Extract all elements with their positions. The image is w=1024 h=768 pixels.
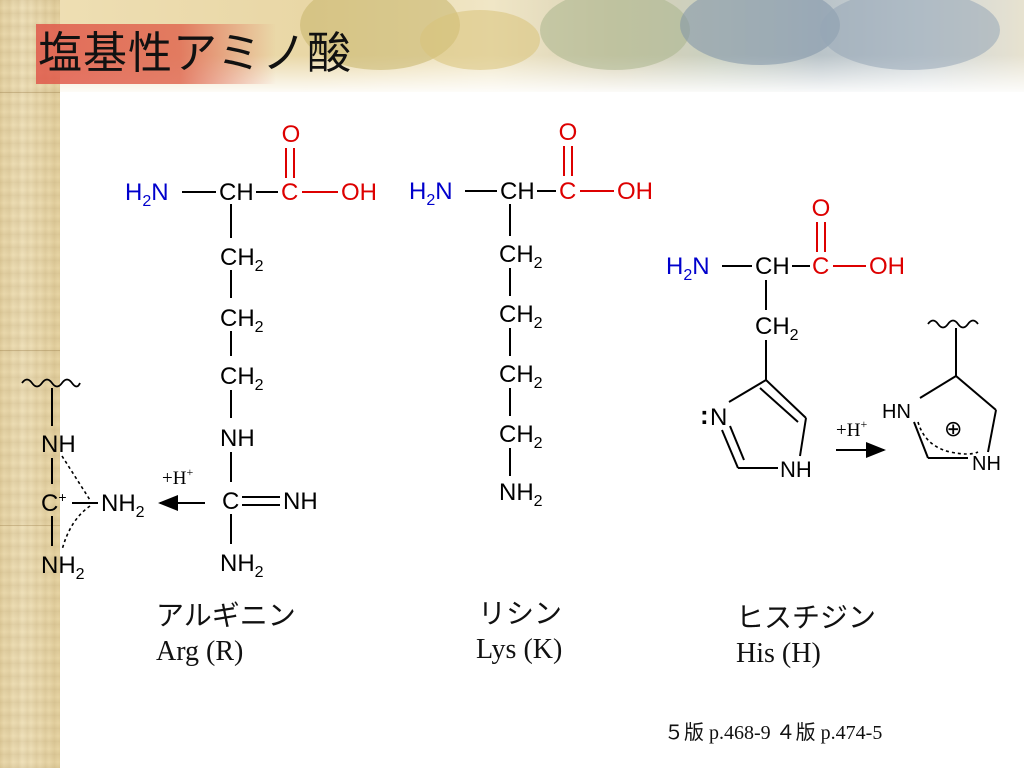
carboxyl-carbon: C [281, 179, 298, 206]
methylene-group: CH2 [220, 305, 264, 336]
parchment-seam [0, 350, 60, 351]
ring-bond [913, 421, 929, 459]
lysine-english-name: Lys (K) [476, 634, 563, 665]
amine-group: H2N [666, 253, 710, 284]
guanidinium-carbon: C+ [41, 489, 67, 517]
resonance-curve [61, 455, 91, 501]
arginine-japanese-name: アルギニン [156, 599, 296, 632]
imino-group: NH [283, 488, 318, 515]
imino-group: NH [220, 425, 255, 452]
resonance-curve [917, 421, 979, 455]
parchment-seam [0, 92, 60, 93]
ring-double-bond [729, 425, 745, 461]
hydroxyl-group: OH [869, 253, 905, 280]
carbonyl-oxygen: O [282, 121, 301, 148]
ring-bond [721, 429, 739, 469]
ring-bond [765, 379, 807, 419]
decorative-leaf-shape [420, 10, 540, 70]
carboxyl-carbon: C [812, 253, 829, 280]
amine-group: H2N [409, 178, 453, 209]
resonance-curve [61, 505, 91, 551]
decorative-banner [0, 0, 1024, 92]
hydroxyl-group: OH [341, 179, 377, 206]
ring-bond [919, 375, 957, 399]
alpha-carbon: CH [219, 179, 254, 206]
methylene-group: CH2 [499, 421, 543, 452]
amino-group: NH2 [499, 479, 543, 510]
arginine-english-name: Arg (R) [156, 636, 244, 667]
histidine-english-name: His (H) [736, 638, 821, 669]
lone-pair-dots: : [700, 400, 709, 430]
decorative-leaf-shape [820, 0, 1000, 70]
wavy-attachment-line [927, 319, 979, 329]
ring-bond [955, 375, 997, 411]
methylene-group: CH2 [220, 244, 264, 275]
hydroxyl-group: OH [617, 178, 653, 205]
protonation-label: +H+ [162, 465, 193, 489]
carbonyl-oxygen: O [559, 119, 578, 146]
protonation-label: +H+ [836, 417, 867, 441]
histidine-structure: O H2N CH C OH CH2 : N NH +H+ [666, 195, 1001, 482]
ring-nitrogen: N [710, 404, 727, 431]
alpha-carbon: CH [755, 253, 790, 280]
amino-group: NH2 [101, 490, 145, 521]
histidine-japanese-name: ヒスチジン [736, 601, 877, 634]
ring-bond [799, 417, 807, 457]
ring-bond [728, 379, 767, 403]
amine-group: H2N [125, 179, 169, 210]
lysine-structure: O H2N CH C OH CH2 CH2 CH2 CH2 NH2 [409, 119, 653, 510]
slide-title: 塩基性アミノ酸 [38, 28, 353, 79]
methylene-group: CH2 [499, 361, 543, 392]
ring-bond [987, 409, 997, 453]
wavy-attachment-line [21, 378, 81, 388]
guanidino-carbon: C [222, 488, 239, 515]
methylene-group: CH2 [499, 301, 543, 332]
decorative-parchment-strip [0, 0, 60, 768]
decorative-leaf-shape [680, 0, 840, 65]
alpha-carbon: CH [500, 178, 535, 205]
textbook-reference: ５版 p.468-9 ４版 p.474-5 [664, 722, 883, 744]
carboxyl-carbon: C [559, 178, 576, 205]
parchment-seam [0, 525, 60, 526]
methylene-group: CH2 [220, 363, 264, 394]
title-highlight [36, 24, 276, 84]
carbonyl-oxygen: O [812, 195, 831, 222]
decorative-leaf-shape [540, 0, 690, 70]
amino-group: NH2 [41, 552, 85, 583]
amino-group: NH2 [220, 550, 264, 581]
ring-imino-group: NH [972, 453, 1001, 475]
imino-group: NH [41, 431, 76, 458]
ring-imino-group: HN [882, 401, 911, 423]
positive-charge-icon: ⊕ [944, 417, 962, 442]
methylene-group: CH2 [755, 313, 799, 344]
methylene-group: CH2 [499, 241, 543, 272]
ring-double-bond [759, 387, 799, 423]
lysine-japanese-name: リシン [478, 597, 563, 630]
arginine-structure: O H2N CH C OH CH2 CH2 CH2 NH C NH [21, 121, 377, 583]
ring-imino-group: NH [780, 457, 812, 482]
